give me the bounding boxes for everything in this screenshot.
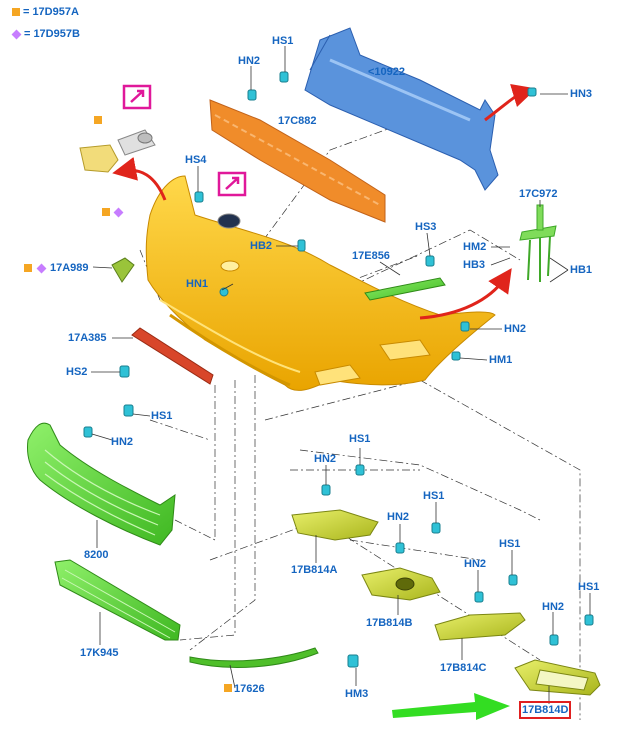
label-hm1[interactable]: HM1: [489, 354, 513, 366]
label-hs1-grille[interactable]: HS1: [151, 410, 173, 422]
label-17b814a[interactable]: 17B814A: [291, 564, 338, 576]
square-marker-icon: [24, 264, 32, 272]
label-hs1-b[interactable]: HS1: [423, 490, 445, 502]
label-hn1[interactable]: HN1: [186, 278, 209, 290]
legend-sep: =: [24, 28, 31, 40]
red-arrow-hn3: [484, 83, 537, 122]
trim-17626: [189, 647, 319, 668]
fog-bezel-c: [434, 612, 526, 641]
square-marker-icon: [224, 684, 232, 692]
energy-absorber: [209, 99, 386, 223]
label-hn2-right[interactable]: HN2: [504, 323, 527, 335]
label-reinforcement[interactable]: <10922: [368, 66, 406, 78]
callout-icon-mid: [217, 171, 247, 197]
part-17c972: [519, 204, 557, 282]
label-hn2-grille[interactable]: HN2: [111, 436, 134, 448]
label-hb2[interactable]: HB2: [250, 240, 273, 252]
label-17c972[interactable]: 17C972: [519, 188, 558, 200]
label-17b814c[interactable]: 17B814C: [440, 662, 487, 674]
label-17k945[interactable]: 17K945: [80, 647, 119, 659]
label-8200[interactable]: 8200: [84, 549, 109, 561]
label-hs4[interactable]: HS4: [185, 154, 207, 166]
callout-icon-top: [122, 84, 152, 110]
label-hm3[interactable]: HM3: [345, 688, 369, 700]
part-17a989: [111, 257, 135, 283]
fog-bezel-d: [514, 659, 601, 696]
label-hs1-top[interactable]: HS1: [272, 35, 294, 47]
red-arrow-sensor: [112, 156, 167, 201]
fasteners: [83, 71, 594, 668]
green-arrow: [392, 693, 510, 720]
label-hn2-c[interactable]: HN2: [464, 558, 487, 570]
ford-emblem: [217, 213, 241, 229]
square-marker-icon: [94, 116, 102, 124]
label-hs1-c[interactable]: HS1: [499, 538, 521, 550]
fog-bezel-b: [361, 567, 441, 601]
label-hn2-d[interactable]: HN2: [542, 601, 565, 613]
label-hb3[interactable]: HB3: [463, 259, 486, 271]
legend-sep: =: [23, 6, 30, 18]
bumper-reinforcement: [304, 27, 499, 191]
legend-code: 17D957A: [32, 6, 79, 18]
label-17626[interactable]: 17626: [234, 683, 265, 695]
label-absorber[interactable]: 17C882: [278, 115, 317, 127]
label-hs2[interactable]: HS2: [66, 366, 88, 378]
label-17e856[interactable]: 17E856: [352, 250, 390, 262]
grille-8200: [27, 422, 176, 546]
label-hn2-top[interactable]: HN2: [238, 55, 261, 67]
fog-bezel-a: [291, 509, 379, 541]
label-hs3[interactable]: HS3: [415, 221, 437, 233]
legend-code: 17D957B: [33, 28, 80, 40]
part-17a385: [131, 327, 214, 385]
label-hs1-a[interactable]: HS1: [349, 433, 371, 445]
label-17b814d-highlighted[interactable]: 17B814D: [518, 701, 572, 719]
label-hn2-a[interactable]: HN2: [314, 453, 337, 465]
front-bumper-cover: [145, 175, 496, 391]
label-hn3[interactable]: HN3: [570, 88, 593, 100]
diamond-marker-icon: [11, 29, 22, 39]
square-marker-icon: [12, 8, 20, 16]
legend-item-a: = 17D957A: [12, 6, 79, 18]
parking-sensor: [79, 129, 156, 173]
legend-item-b: = 17D957B: [11, 28, 80, 40]
grille-17k945: [54, 559, 181, 641]
label-hm2[interactable]: HM2: [463, 241, 487, 253]
label-17a385[interactable]: 17A385: [68, 332, 107, 344]
label-17a989[interactable]: 17A989: [50, 262, 89, 274]
square-marker-icon: [102, 208, 110, 216]
label-hn2-b[interactable]: HN2: [387, 511, 410, 523]
label-17b814b[interactable]: 17B814B: [366, 617, 413, 629]
part-17e856: [364, 277, 446, 301]
leader-lines: [91, 46, 591, 704]
red-arrow-bracket: [419, 268, 512, 320]
label-hb1[interactable]: HB1: [570, 264, 593, 276]
label-hs1-d[interactable]: HS1: [578, 581, 600, 593]
